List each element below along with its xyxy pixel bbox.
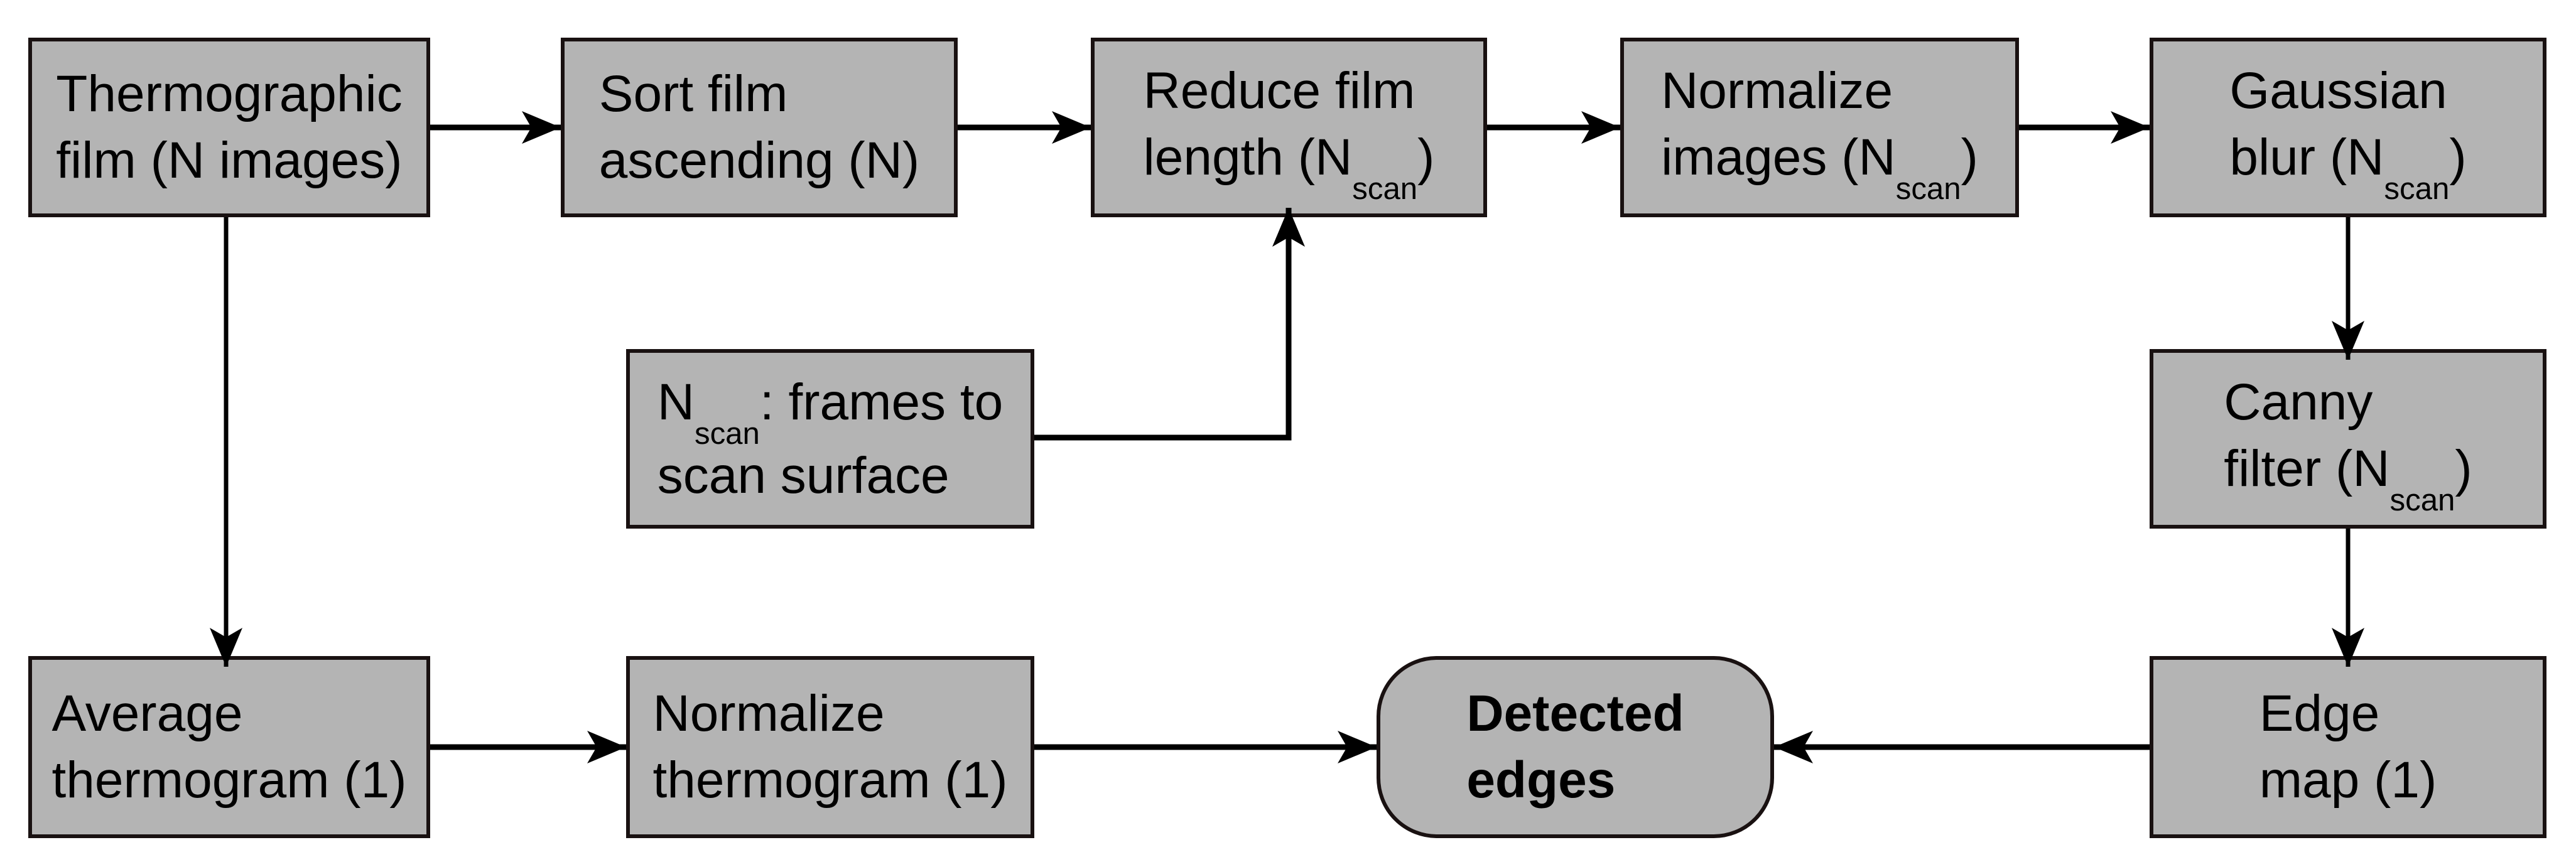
node-detected-edges: Detected edges	[1377, 656, 1774, 838]
line: scan surface	[657, 446, 950, 504]
subscript: scan	[2384, 171, 2450, 206]
node-detected-edges-label: Detected edges	[1466, 681, 1684, 814]
node-gaussian-blur-label: Gaussian blur (Nscan)	[2229, 58, 2467, 206]
node-nscan-note: Nscan: frames to scan surface	[626, 349, 1034, 529]
node-average-thermogram-label: Average thermogram (1)	[51, 681, 406, 814]
node-thermographic-film-label: Thermographic film (N images)	[56, 61, 402, 194]
line: map (1)	[2259, 751, 2437, 809]
subscript: scan	[694, 416, 760, 451]
subscript: scan	[1895, 171, 1961, 206]
node-reduce-film-length: Reduce film length (Nscan)	[1091, 38, 1487, 217]
line: edges	[1466, 751, 1616, 809]
line: film (N images)	[56, 132, 403, 189]
node-reduce-film-length-label: Reduce film length (Nscan)	[1143, 58, 1435, 206]
line: thermogram (1)	[51, 751, 407, 809]
line: blur (Nscan)	[2229, 128, 2467, 206]
node-canny-filter: Canny filter (Nscan)	[2150, 349, 2546, 529]
line: Average	[51, 685, 243, 742]
line: length (Nscan)	[1143, 128, 1435, 206]
node-thermographic-film: Thermographic film (N images)	[28, 38, 430, 217]
node-normalize-thermogram: Normalize thermogram (1)	[626, 656, 1034, 838]
line: Canny	[2224, 373, 2373, 431]
node-average-thermogram: Average thermogram (1)	[28, 656, 430, 838]
node-edge-map-label: Edge map (1)	[2259, 681, 2437, 814]
line: Thermographic	[56, 65, 403, 122]
connector-nscan-note-to-reduce	[1034, 208, 1305, 441]
line: Reduce film	[1143, 62, 1415, 119]
line: ascending (N)	[598, 132, 920, 189]
node-normalize-thermogram-label: Normalize thermogram (1)	[652, 681, 1007, 814]
node-gaussian-blur: Gaussian blur (Nscan)	[2150, 38, 2546, 217]
line: Normalize	[1661, 62, 1893, 119]
node-canny-filter-label: Canny filter (Nscan)	[2224, 369, 2472, 517]
line: Edge	[2259, 685, 2380, 742]
line: filter (Nscan)	[2224, 439, 2472, 517]
line: Gaussian	[2229, 62, 2447, 119]
line: Detected	[1466, 685, 1684, 742]
line: Sort film	[598, 65, 788, 122]
line: Nscan: frames to	[657, 373, 1004, 451]
node-normalize-images-label: Normalize images (Nscan)	[1661, 58, 1978, 206]
node-nscan-note-label: Nscan: frames to scan surface	[658, 369, 1003, 509]
node-sort-film-label: Sort film ascending (N)	[599, 61, 919, 194]
node-normalize-images: Normalize images (Nscan)	[1620, 38, 2019, 217]
node-edge-map: Edge map (1)	[2150, 656, 2546, 838]
subscript: scan	[1352, 171, 1418, 206]
line: thermogram (1)	[652, 751, 1008, 809]
line: images (Nscan)	[1661, 128, 1978, 206]
subscript: scan	[2389, 482, 2455, 517]
line: Normalize	[652, 685, 885, 742]
node-sort-film: Sort film ascending (N)	[561, 38, 958, 217]
